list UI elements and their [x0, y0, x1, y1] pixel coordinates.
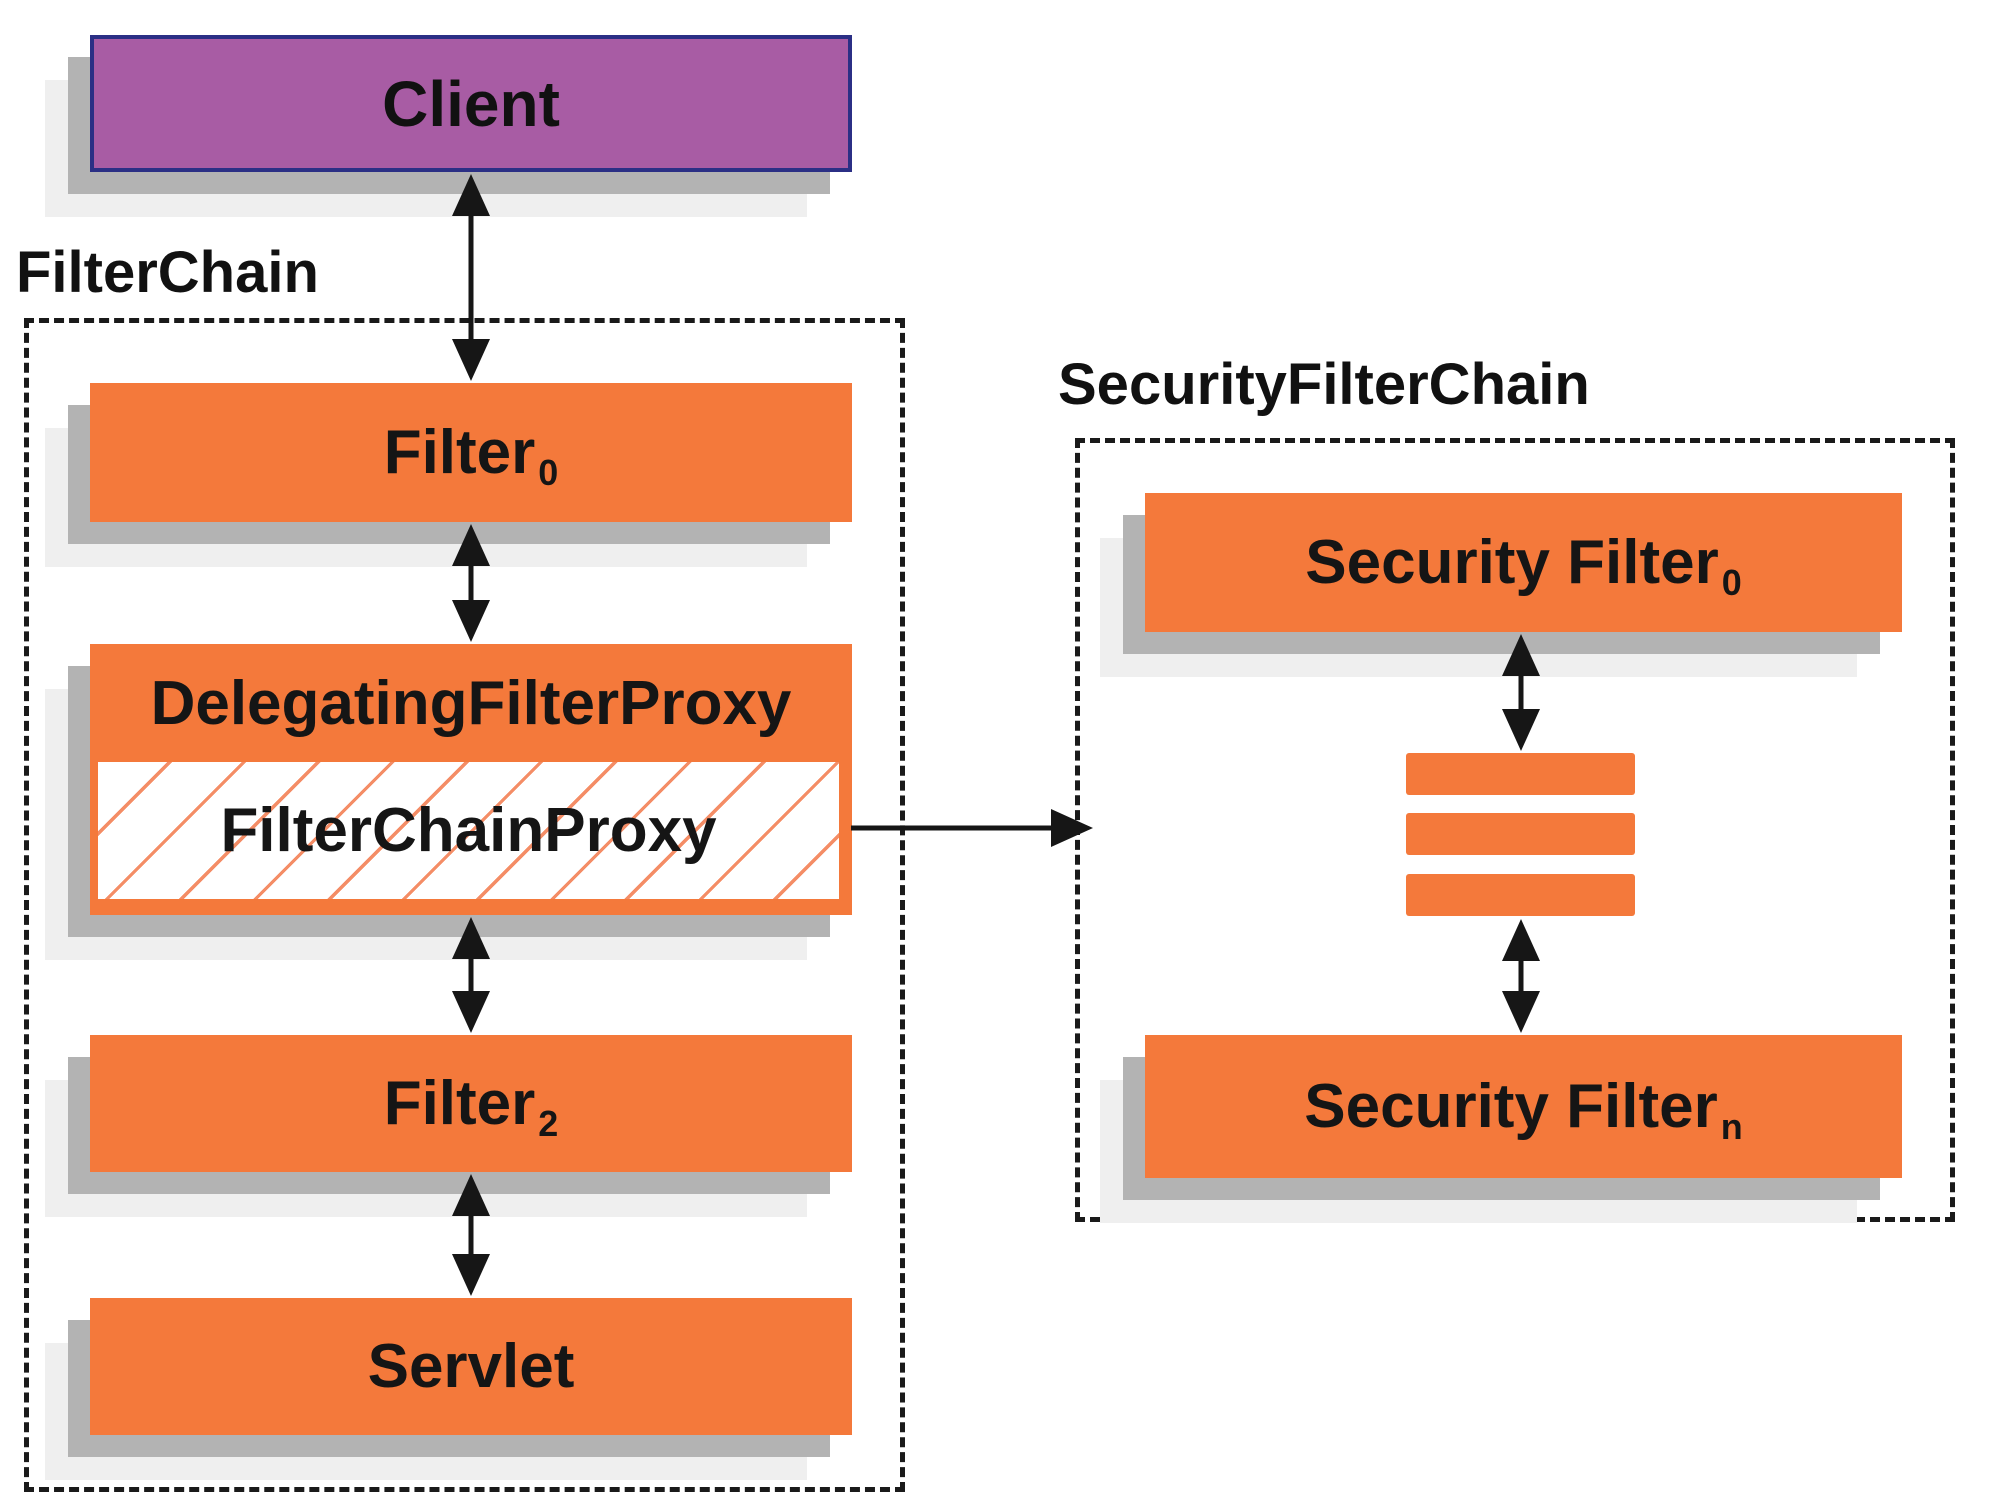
filter0-node: Filter0 — [90, 383, 852, 522]
securityfilterchain-title: SecurityFilterChain — [1058, 352, 1590, 417]
arrowhead-right — [1051, 809, 1093, 847]
filter2-subscript: 2 — [538, 1102, 559, 1144]
filter0-label: Filter0 — [384, 421, 559, 490]
client-label: Client — [382, 67, 560, 140]
filter0-subscript: 0 — [538, 451, 559, 493]
arrow-filter2-servlet — [451, 1174, 491, 1296]
filterchain-boundary — [24, 318, 905, 1492]
security-filtern-node: Security Filtern — [1145, 1035, 1902, 1178]
filter2-node: Filter2 — [90, 1035, 852, 1172]
arrowhead-down — [1502, 709, 1540, 751]
servlet-label: Servlet — [367, 1331, 575, 1401]
arrow-shaft — [468, 1206, 474, 1264]
ellipsis-bar-2 — [1406, 813, 1635, 855]
security-filter0-node: Security Filter0 — [1145, 493, 1902, 632]
arrow-shaft — [1518, 666, 1524, 719]
arrowhead-down — [452, 1254, 490, 1296]
arrow-client-filter0 — [451, 174, 491, 381]
arrow-shaft — [851, 825, 1059, 831]
arrow-ellipsis-securityfiltern — [1501, 919, 1541, 1033]
security-filtern-text: Security Filter — [1304, 1071, 1718, 1141]
security-filter0-label: Security Filter0 — [1305, 531, 1741, 600]
arrowhead-down — [1502, 991, 1540, 1033]
arrowhead-down — [452, 339, 490, 381]
arrow-shaft — [468, 949, 474, 1001]
filter2-text: Filter — [383, 1068, 536, 1138]
arrow-shaft — [1518, 951, 1524, 1001]
ellipsis-bar-1 — [1406, 753, 1635, 795]
security-filter0-subscript: 0 — [1721, 561, 1742, 603]
arrow-filter0-delegatingfilterproxy — [451, 524, 491, 642]
filter2-label: Filter2 — [384, 1072, 559, 1141]
security-filtern-label: Security Filtern — [1304, 1075, 1742, 1144]
filterchain-title: FilterChain — [16, 240, 319, 305]
arrow-filterchainproxy-securityfilterchain — [851, 808, 1093, 848]
filter-chain-proxy-label: FilterChainProxy — [220, 795, 717, 865]
filter0-text: Filter — [383, 417, 536, 487]
servlet-node: Servlet — [90, 1298, 852, 1435]
arrow-delegatingfilterproxy-filter2 — [451, 917, 491, 1033]
delegating-filter-proxy-label: DelegatingFilterProxy — [150, 668, 792, 738]
security-filtern-subscript: n — [1720, 1105, 1743, 1147]
client-node: Client — [90, 35, 852, 172]
ellipsis-bar-3 — [1406, 874, 1635, 916]
arrowhead-down — [452, 600, 490, 642]
security-filter0-text: Security Filter — [1305, 527, 1719, 597]
arrow-securityfilter0-ellipsis — [1501, 634, 1541, 751]
filter-chain-proxy-node: FilterChainProxy — [98, 762, 839, 899]
arrowhead-down — [452, 991, 490, 1033]
arrow-shaft — [468, 556, 474, 610]
arrow-shaft — [468, 206, 474, 349]
